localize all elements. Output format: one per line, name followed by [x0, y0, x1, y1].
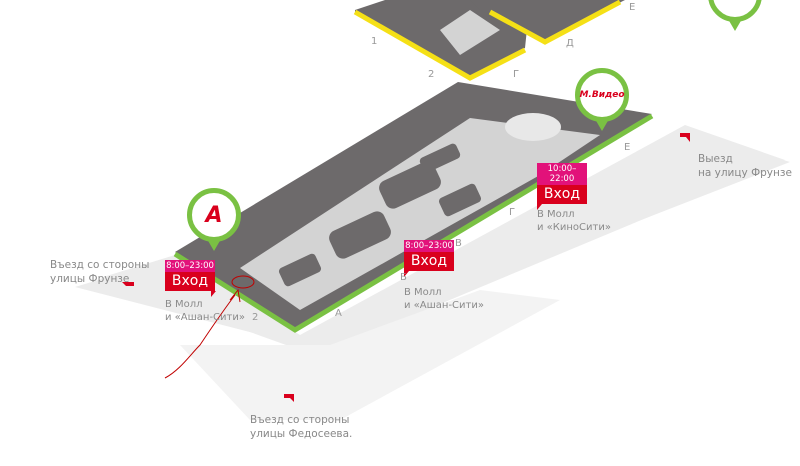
- upper-corridor: [440, 10, 500, 55]
- entrance-hours: 10:00–22:00: [537, 163, 587, 185]
- main-corridor: [240, 118, 600, 310]
- atrium: [505, 113, 561, 141]
- main-building-edge: [173, 113, 654, 333]
- entrance-label: Вход: [165, 272, 215, 291]
- direction-markers: [122, 133, 690, 402]
- mvideo-store-pin[interactable]: М.Видео: [575, 68, 629, 131]
- entrance-2[interactable]: 8:00–23:00 Вход: [404, 240, 454, 277]
- upper-building-edge-right: [488, 0, 622, 45]
- entrance-label: Вход: [537, 185, 587, 204]
- section-lower-b: Б: [400, 272, 407, 283]
- entrance-1[interactable]: 8:00–23:00 Вход: [165, 260, 216, 297]
- section-upper-e: Е: [629, 2, 636, 13]
- section-lower-2: 2: [252, 312, 259, 323]
- entrance-label: Вход: [404, 252, 454, 271]
- entrance-3[interactable]: 10:00–22:00 Вход: [537, 163, 587, 210]
- section-upper-1: 1: [371, 36, 378, 47]
- mvideo-logo: М.Видео: [579, 90, 625, 100]
- shop-blocks: [278, 143, 482, 287]
- entrance-hours: 8:00–23:00: [404, 240, 454, 252]
- section-upper-d: Д: [566, 38, 574, 49]
- section-lower-e: Е: [624, 142, 631, 153]
- upper-building-right: [470, 0, 625, 40]
- section-upper-2: 2: [428, 69, 435, 80]
- entrance-hours: 8:00–23:00: [165, 260, 215, 272]
- hand-drawn-annotation: [164, 275, 255, 379]
- section-lower-g: Г: [509, 207, 516, 218]
- section-lower-a: А: [335, 308, 342, 319]
- upper-building-edge: [353, 9, 527, 81]
- ground-road-main: [100, 125, 785, 350]
- section-lower-v: В: [455, 238, 462, 249]
- auchan-logo: А: [205, 202, 223, 228]
- lower-road: [180, 290, 560, 420]
- upper-building-left: [355, 0, 530, 76]
- auchan-store-pin[interactable]: А: [187, 188, 241, 251]
- section-upper-g: Г: [513, 69, 520, 80]
